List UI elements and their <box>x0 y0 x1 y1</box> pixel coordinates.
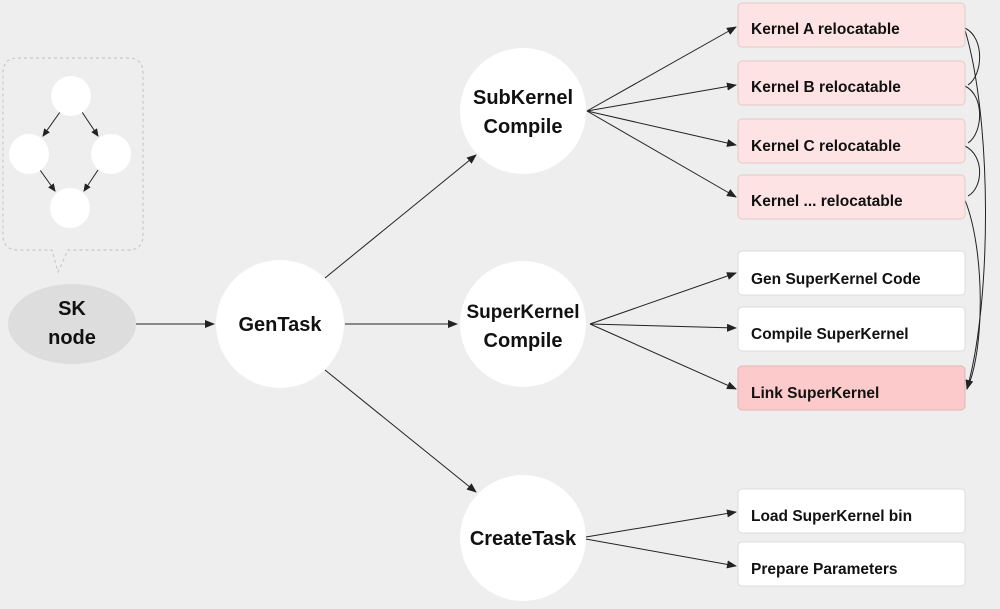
compile-superkernel-label: Compile SuperKernel <box>751 326 909 343</box>
subkernel-compile-node: SubKernel Compile <box>460 48 586 174</box>
createtask-outputs: Load SuperKernel bin Prepare Parameters <box>737 488 966 587</box>
superkernel-compile-circle <box>460 261 586 387</box>
arrow-gentask-to-subkernel <box>324 154 477 279</box>
kernel-c-relocatable-label: Kernel C relocatable <box>751 138 901 155</box>
arrow-kernel-a-to-link <box>964 27 981 86</box>
link-superkernel-box <box>737 365 966 411</box>
arrow-superkernel-to-gen-code <box>589 272 737 325</box>
arrow-createtask-to-prepare-params <box>579 537 737 569</box>
graph-bubble <box>2 57 144 274</box>
gentask-label: GenTask <box>239 314 323 336</box>
kernel-c-relocatable-box <box>737 118 966 164</box>
link-superkernel-label: Link SuperKernel <box>751 385 879 402</box>
gen-superkernel-code-box <box>737 250 966 296</box>
gen-superkernel-code-label: Gen SuperKernel Code <box>751 271 921 288</box>
subkernel-compile-label-line1: SubKernel <box>473 87 573 109</box>
sk-node: SK node <box>8 284 136 364</box>
subkernel-compile-circle <box>460 48 586 174</box>
arrow-kernel-etc-to-link <box>964 199 981 390</box>
kernel-etc-relocatable-label: Kernel ... relocatable <box>751 193 903 210</box>
arrow-gentask-to-createtask <box>324 369 477 493</box>
main-connectors <box>136 26 986 569</box>
subkernel-compile-label-line2: Compile <box>484 116 563 138</box>
prepare-parameters-label: Prepare Parameters <box>751 561 898 578</box>
arrow-relocatables-to-link <box>964 29 986 390</box>
kernel-b-relocatable-box <box>737 60 966 106</box>
mini-graph-node <box>50 188 90 228</box>
kernel-a-relocatable-label: Kernel A relocatable <box>751 21 900 38</box>
arrow-subkernel-to-kernel-etc <box>586 110 737 198</box>
gentask-circle <box>216 260 344 388</box>
kernel-etc-relocatable-box <box>737 174 966 220</box>
prepare-parameters-box <box>737 541 966 587</box>
load-superkernel-bin-box <box>737 488 966 534</box>
createtask-circle <box>460 475 586 601</box>
speech-bubble-outline <box>2 57 144 274</box>
superkernel-outputs: Gen SuperKernel Code Compile SuperKernel… <box>737 250 966 411</box>
kernel-b-relocatable-label: Kernel B relocatable <box>751 79 901 96</box>
sk-node-label-line1: SK <box>58 298 86 320</box>
arrow-subkernel-to-kernel-c <box>586 110 737 147</box>
superkernel-compile-node: SuperKernel Compile <box>460 261 586 387</box>
arrow-kernel-c-to-link <box>964 145 981 197</box>
arrow-superkernel-to-link <box>589 323 737 390</box>
arrow-superkernel-to-compile <box>589 323 737 332</box>
mini-graph-node <box>91 134 131 174</box>
sk-node-shape <box>8 284 136 364</box>
compile-superkernel-box <box>737 306 966 352</box>
arrow-kernel-b-to-link <box>964 85 981 144</box>
createtask-node: CreateTask <box>460 475 586 601</box>
superkernel-compile-label-line2: Compile <box>484 330 563 352</box>
sk-node-label-line2: node <box>48 327 96 349</box>
load-superkernel-bin-label: Load SuperKernel bin <box>751 508 912 525</box>
gentask-node: GenTask <box>216 260 344 388</box>
mini-graph-icon <box>9 76 131 228</box>
superkernel-compile-label-line1: SuperKernel <box>467 302 580 323</box>
arrow-subkernel-to-kernel-a <box>586 26 737 112</box>
arrow-subkernel-to-kernel-b <box>586 82 737 112</box>
mini-graph-node <box>51 76 91 116</box>
kernel-a-relocatable-box <box>737 2 966 48</box>
mini-graph-node <box>9 134 49 174</box>
subkernel-outputs: Kernel A relocatable Kernel B relocatabl… <box>737 2 966 220</box>
createtask-label: CreateTask <box>470 528 577 550</box>
arrow-createtask-to-load-bin <box>579 509 737 539</box>
